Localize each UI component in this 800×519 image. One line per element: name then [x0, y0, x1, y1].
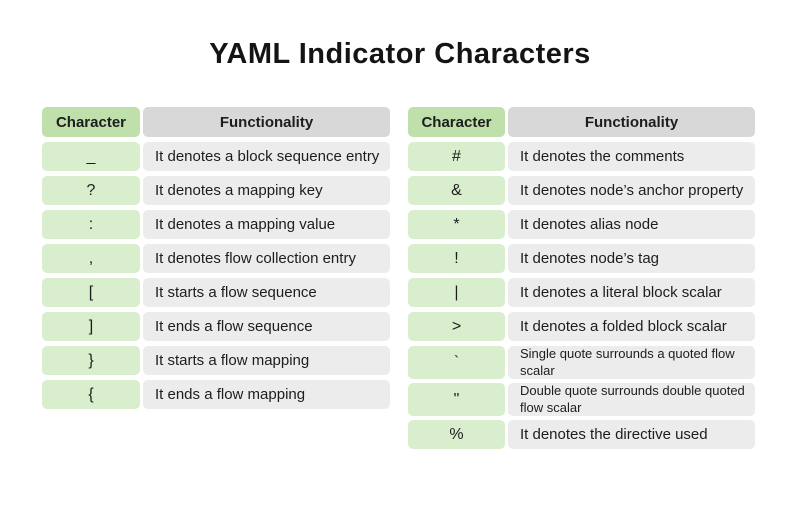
- table-row: | It denotes a literal block scalar: [408, 278, 755, 307]
- table-header-row: Character Functionality: [408, 107, 755, 137]
- functionality-cell: It denotes a mapping key: [143, 176, 390, 205]
- table-row: [ It starts a flow sequence: [42, 278, 390, 307]
- functionality-cell: Single quote surrounds a quoted flow sca…: [508, 346, 755, 379]
- character-cell: _: [42, 142, 140, 171]
- table-row: , It denotes flow collection entry: [42, 244, 390, 273]
- character-cell: ]: [42, 312, 140, 341]
- functionality-cell: It starts a flow mapping: [143, 346, 390, 375]
- functionality-cell: It denotes a literal block scalar: [508, 278, 755, 307]
- table-row: # It denotes the comments: [408, 142, 755, 171]
- functionality-cell: It denotes node’s tag: [508, 244, 755, 273]
- character-cell: *: [408, 210, 505, 239]
- table-row: ] It ends a flow sequence: [42, 312, 390, 341]
- page-title: YAML Indicator Characters: [209, 38, 591, 70]
- character-cell: ,: [42, 244, 140, 273]
- table-row: { It ends a flow mapping: [42, 380, 390, 409]
- table-row: ` Single quote surrounds a quoted flow s…: [408, 346, 755, 379]
- functionality-cell: Double quote surrounds double quoted flo…: [508, 383, 755, 416]
- character-cell: [: [42, 278, 140, 307]
- functionality-cell: It denotes the directive used: [508, 420, 755, 449]
- column-header-character: Character: [42, 107, 140, 137]
- character-cell: |: [408, 278, 505, 307]
- indicator-table-left: Character Functionality _ It denotes a b…: [42, 107, 390, 414]
- table-row: _ It denotes a block sequence entry: [42, 142, 390, 171]
- functionality-cell: It denotes a mapping value: [143, 210, 390, 239]
- indicator-table-right: Character Functionality # It denotes the…: [408, 107, 755, 454]
- functionality-cell: It denotes a folded block scalar: [508, 312, 755, 341]
- character-cell: `: [408, 346, 505, 379]
- column-header-functionality: Functionality: [143, 107, 390, 137]
- functionality-cell: It ends a flow sequence: [143, 312, 390, 341]
- character-cell: %: [408, 420, 505, 449]
- column-header-functionality: Functionality: [508, 107, 755, 137]
- character-cell: &: [408, 176, 505, 205]
- functionality-cell: It denotes flow collection entry: [143, 244, 390, 273]
- functionality-cell: It denotes node’s anchor property: [508, 176, 755, 205]
- functionality-cell: It denotes the comments: [508, 142, 755, 171]
- table-header-row: Character Functionality: [42, 107, 390, 137]
- functionality-cell: It denotes alias node: [508, 210, 755, 239]
- table-row: " Double quote surrounds double quoted f…: [408, 383, 755, 416]
- functionality-cell: It ends a flow mapping: [143, 380, 390, 409]
- table-row: ? It denotes a mapping key: [42, 176, 390, 205]
- functionality-cell: It starts a flow sequence: [143, 278, 390, 307]
- functionality-cell: It denotes a block sequence entry: [143, 142, 390, 171]
- table-row: > It denotes a folded block scalar: [408, 312, 755, 341]
- table-row: & It denotes node’s anchor property: [408, 176, 755, 205]
- character-cell: !: [408, 244, 505, 273]
- character-cell: >: [408, 312, 505, 341]
- table-row: : It denotes a mapping value: [42, 210, 390, 239]
- character-cell: :: [42, 210, 140, 239]
- character-cell: #: [408, 142, 505, 171]
- character-cell: ": [408, 383, 505, 416]
- table-row: ! It denotes node’s tag: [408, 244, 755, 273]
- character-cell: }: [42, 346, 140, 375]
- character-cell: {: [42, 380, 140, 409]
- column-header-character: Character: [408, 107, 505, 137]
- table-row: } It starts a flow mapping: [42, 346, 390, 375]
- table-row: % It denotes the directive used: [408, 420, 755, 449]
- table-row: * It denotes alias node: [408, 210, 755, 239]
- character-cell: ?: [42, 176, 140, 205]
